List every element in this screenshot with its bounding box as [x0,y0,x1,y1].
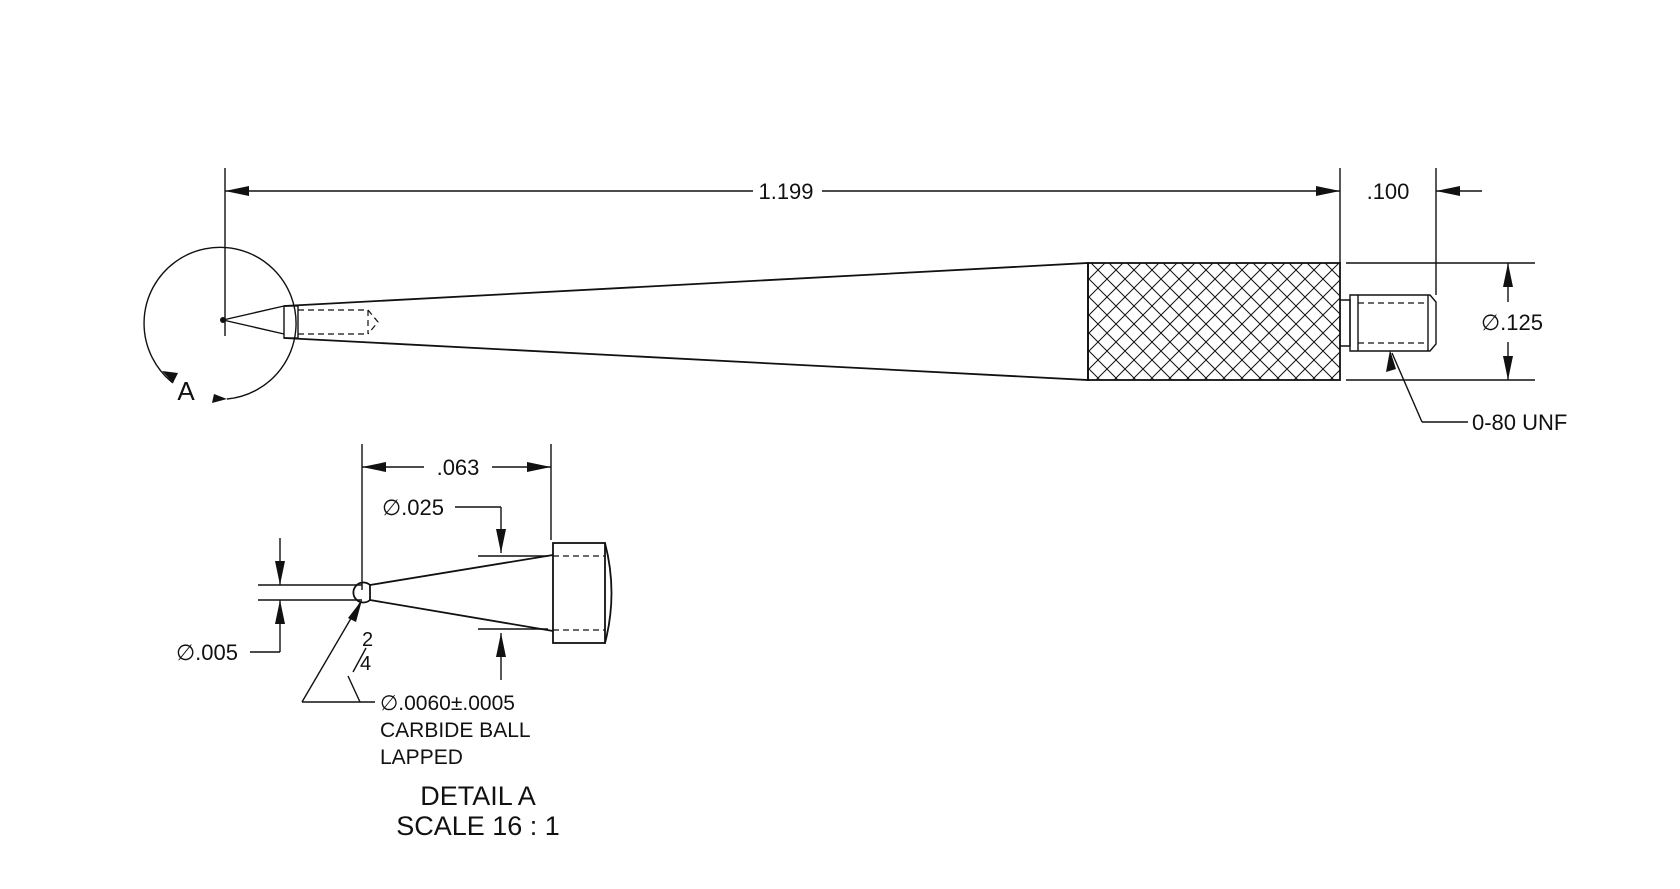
tip-length-value: .063 [437,455,480,480]
thread-callout-leader: 0-80 UNF [1386,350,1567,435]
ball-note-line2: CARBIDE BALL [380,719,531,742]
weld-symbol-bottom: 4 [360,653,371,675]
detail-callout-circle: A [143,246,297,406]
tapered-body [283,262,1089,381]
stem-diameter-dimension: ∅.005 [176,538,362,665]
ball-note-line1: ∅.0060±.0005 [380,692,515,715]
tip-length-dimension: .063 [361,444,552,590]
main-view: A 1. [143,168,1567,435]
ball-note-line3: LAPPED [380,746,463,769]
thread-length-value: .100 [1367,179,1410,204]
body-diameter-value: ∅.125 [1481,310,1543,335]
knurled-grip [1087,262,1341,381]
stem-diameter-value: ∅.005 [176,640,238,665]
detail-title: DETAIL A [420,781,536,811]
weld-symbol-top: 2 [362,629,373,651]
body-diameter-dimension: ∅.125 [1346,262,1543,381]
detail-holder [552,542,606,644]
detail-label-a: A [177,376,195,406]
thread-callout: 0-80 UNF [1472,410,1567,435]
tip-diameter-value: ∅.025 [382,495,444,520]
ball-note-leader: 2 4 ∅.0060±.0005 CARBIDE BALL LAPPED [301,600,531,769]
detail-view: .063 ∅.025 ∅.005 [176,444,613,841]
detail-scale: SCALE 16 : 1 [396,811,560,841]
detail-tip-geometry [352,542,613,644]
threaded-stud [1340,294,1437,352]
tip-diameter-dimension: ∅.025 [382,495,548,680]
thread-length-dimension: .100 [1367,168,1482,295]
overall-length-dimension: 1.199 [224,168,1341,336]
overall-length-value: 1.199 [758,179,813,204]
